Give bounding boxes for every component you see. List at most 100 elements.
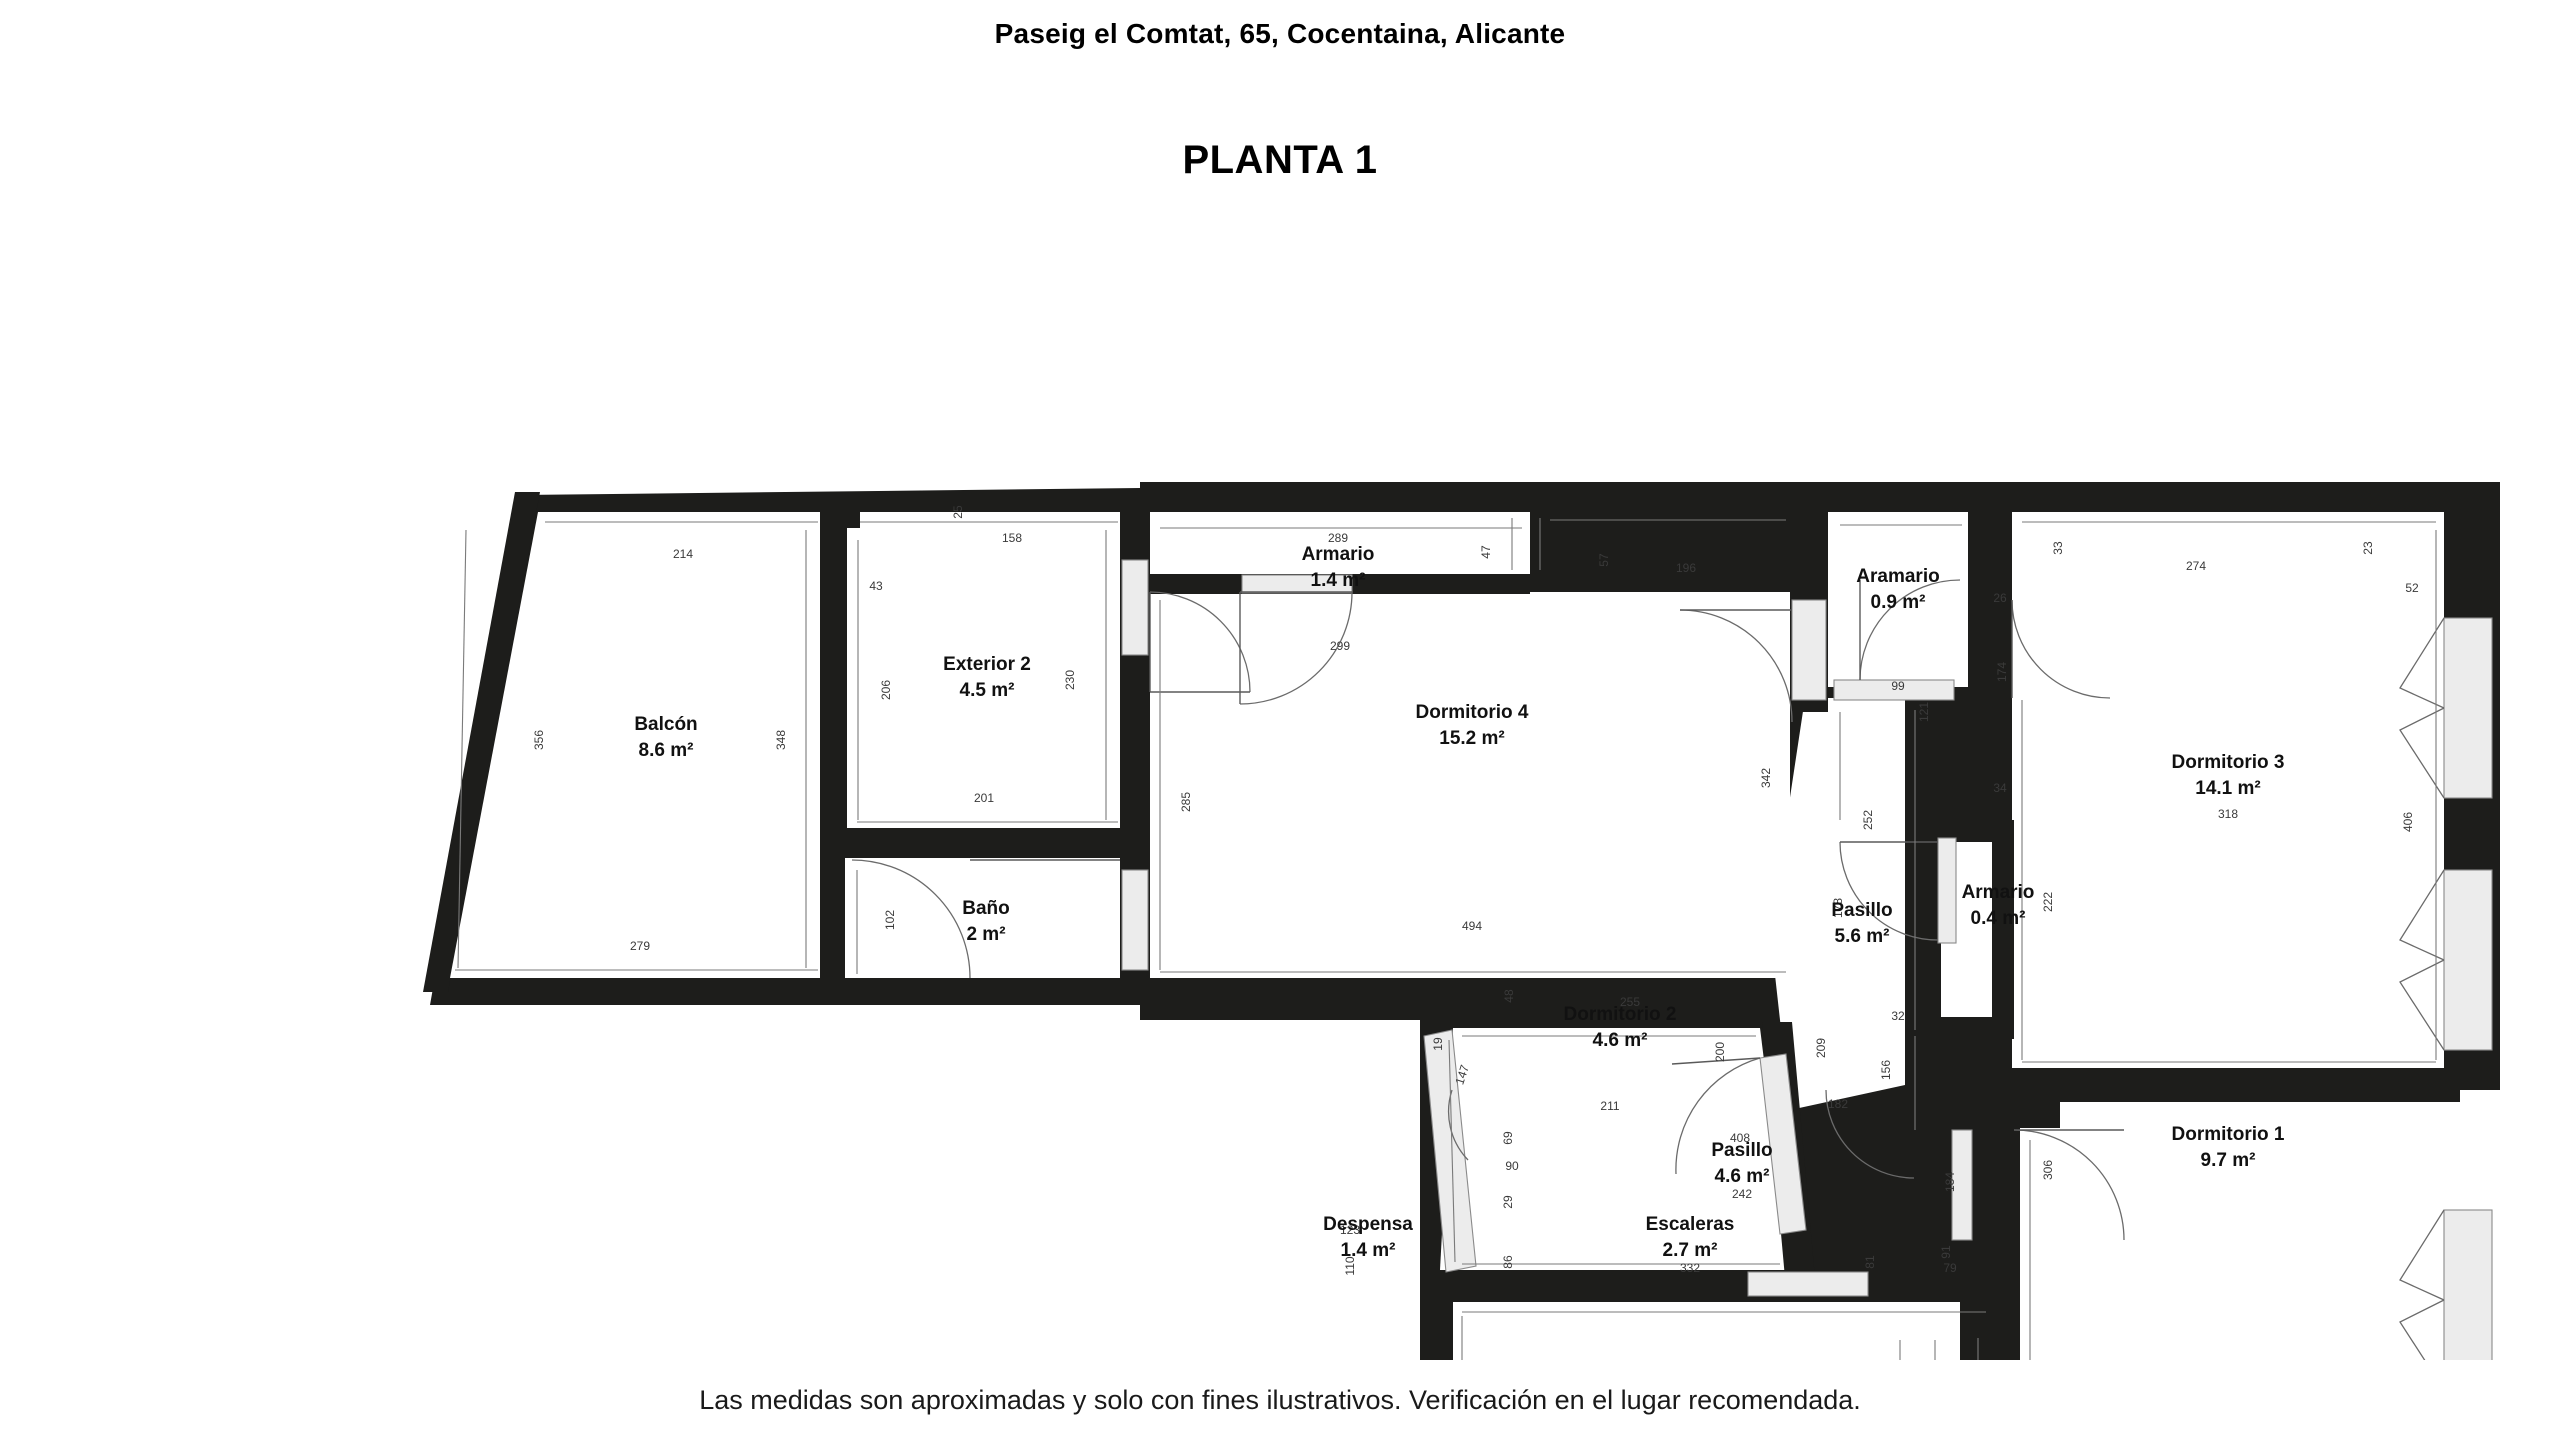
room-label-exterior2: Exterior 2 — [943, 654, 1031, 675]
room-label-dormitorio1: Dormitorio 1 — [2172, 1124, 2285, 1145]
dim-dorm1-left: 306 — [2041, 1160, 2055, 1180]
room-label-pasillo-bot: Pasillo — [1711, 1140, 1772, 1161]
dim-dorm4-bottom: 494 — [1462, 919, 1482, 933]
dim-pasillo-lower: 156 — [1879, 1060, 1893, 1080]
dim-pasillo-armario-depth: 178 — [1831, 898, 1845, 918]
room-armario-top — [1150, 512, 1530, 574]
window-dormitorio3-lower — [2443, 869, 2493, 1051]
door-leaf — [1239, 591, 1352, 704]
dim-exterior2-left: 206 — [879, 680, 893, 700]
dim-dorm3-top: 274 — [2186, 559, 2206, 573]
dim-pasillo-bot-left-upper: 69 — [1501, 1131, 1515, 1145]
dim-pasillo-diag: 209 — [1814, 1038, 1828, 1058]
dim-escaleras-inner: 332 — [1680, 1261, 1700, 1275]
dim-pasillo-door: 182 — [1828, 1097, 1848, 1111]
door-opening — [1951, 1129, 1973, 1241]
room-area-escaleras: 2.7 m² — [1663, 1240, 1718, 1261]
dim-dorm3-bottom: 318 — [2218, 807, 2238, 821]
door-swing-icon — [2013, 1129, 2125, 1241]
dim-escaleras-right: 81 — [1863, 1255, 1877, 1269]
dim-balcon-bottom: 279 — [630, 939, 650, 953]
room-dormitorio4 — [1150, 592, 1790, 978]
room-area-exterior2: 4.5 m² — [960, 680, 1015, 701]
room-label-pasillo-mid: Pasillo — [1831, 900, 1892, 921]
dim-dorm2-top: 255 — [1620, 995, 1640, 1009]
door-swing-icon — [851, 859, 971, 979]
dim-dorm4-swing: 342 — [1759, 768, 1773, 788]
room-bano — [845, 858, 1120, 978]
dim-dorm3-top-right: 23 — [2361, 541, 2375, 555]
dim-dorm2-left-small: 19 — [1431, 1037, 1445, 1051]
door-swing-icon — [1675, 1057, 1761, 1175]
floor-plan-drawing: 214 356 348 279 25 158 43 206 230 201 10… — [0, 230, 2560, 1360]
door-leaf — [1671, 1057, 1761, 1065]
door-swings — [851, 579, 2445, 1360]
dim-aramario-gap: 26 — [1993, 591, 2007, 605]
room-label-armario-top: Armario — [1302, 544, 1375, 565]
disclaimer-text: Las medidas son aproximadas y solo con f… — [699, 1385, 1861, 1415]
room-label-aramario: Aramario — [1856, 566, 1939, 587]
dim-aramario-left: 34 — [1993, 781, 2007, 795]
dim-balcon-left: 356 — [532, 730, 546, 750]
dim-balcon-right: 348 — [774, 730, 788, 750]
dim-dorm3-right-upper: 52 — [2405, 581, 2419, 595]
window-leaf-icon — [2399, 617, 2445, 799]
window-opening — [1121, 559, 1149, 656]
room-area-armario-mid: 0.4 m² — [1971, 908, 2026, 929]
window-dormitorio2-left — [1423, 1029, 1477, 1273]
dim-pasillo-bot-top: 408 — [1730, 1131, 1750, 1145]
room-dormitorio2 — [1440, 1028, 1790, 1270]
door-opening — [1747, 1271, 1869, 1297]
dim-escaleras-far-right-a: 91 — [1939, 1245, 1953, 1259]
dim-dorm4-left: 285 — [1179, 792, 1193, 812]
door-swing-icon — [1149, 591, 1251, 693]
door-opening — [1833, 679, 1955, 701]
room-area-dormitorio2: 4.6 m² — [1593, 1030, 1648, 1051]
dim-pasillo-bot-inner: 242 — [1732, 1187, 1752, 1201]
room-area-balcon: 8.6 m² — [639, 740, 694, 761]
room-pasillo-bot — [1453, 1302, 1993, 1360]
dim-dorm4-right-mid: 196 — [1676, 561, 1696, 575]
dimension-lines — [455, 518, 2437, 1360]
room-area-dormitorio1: 9.7 m² — [2201, 1150, 2256, 1171]
floor-plan-svg: 214 356 348 279 25 158 43 206 230 201 10… — [423, 482, 2500, 1360]
dim-dorm2-top-left: 48 — [1502, 989, 1516, 1003]
dim-exterior2-top: 158 — [1002, 531, 1022, 545]
room-label-bano: Baño — [962, 898, 1010, 919]
dim-pasillo-bot-left-mid: 90 — [1505, 1159, 1519, 1173]
window-leaf-icon — [2399, 1209, 2445, 1360]
dim-escaleras-far-right-b: 79 — [1943, 1261, 1957, 1275]
room-area-dormitorio4: 15.2 m² — [1439, 728, 1504, 749]
dim-escaleras-outer-right: 184 — [1943, 1172, 1957, 1192]
door-opening — [1791, 599, 1827, 701]
door-swing-icon — [2011, 599, 2111, 699]
door-opening — [1937, 837, 1957, 944]
room-label-dormitorio2: Dormitorio 2 — [1564, 1004, 1677, 1025]
dim-exterior2-bottom: 201 — [974, 791, 994, 805]
dim-bano-left: 102 — [883, 910, 897, 930]
dim-aramario-right: 174 — [1995, 662, 2009, 682]
window-leaf-icon — [2399, 869, 2445, 1051]
page-title: Paseig el Comtat, 65, Cocentaina, Alican… — [994, 18, 1566, 49]
dim-dorm4-door: 299 — [1330, 639, 1350, 653]
room-area-bano: 2 m² — [966, 924, 1005, 945]
room-area-dormitorio3: 14.1 m² — [2195, 778, 2260, 799]
dim-armario-right: 47 — [1479, 545, 1493, 559]
room-label-dormitorio3: Dormitorio 3 — [2172, 752, 2285, 773]
door-swing-icon — [1839, 841, 1939, 941]
room-label-balcon: Balcón — [634, 714, 697, 735]
dimension-labels: 214 356 348 279 25 158 43 206 230 201 10… — [532, 505, 2419, 1276]
dim-aramario-below: 252 — [1861, 810, 1875, 830]
room-area-pasillo-mid: 5.6 m² — [1835, 926, 1890, 947]
dim-despensa-inner: 110 — [1343, 1256, 1357, 1275]
room-area-pasillo-bot: 4.6 m² — [1715, 1166, 1770, 1187]
dim-despensa-top: 123 — [1340, 1223, 1360, 1237]
dim-pasillo-right: 32 — [1891, 1009, 1905, 1023]
door-swing-icon — [1825, 1089, 1915, 1179]
room-balcon — [450, 512, 820, 978]
door-swing-icon — [1859, 579, 1961, 681]
dim-aramario-door: 121 — [1917, 702, 1931, 722]
dim-dorm3-left: 222 — [2041, 892, 2055, 912]
dim-aramario-inner: 99 — [1891, 679, 1905, 693]
